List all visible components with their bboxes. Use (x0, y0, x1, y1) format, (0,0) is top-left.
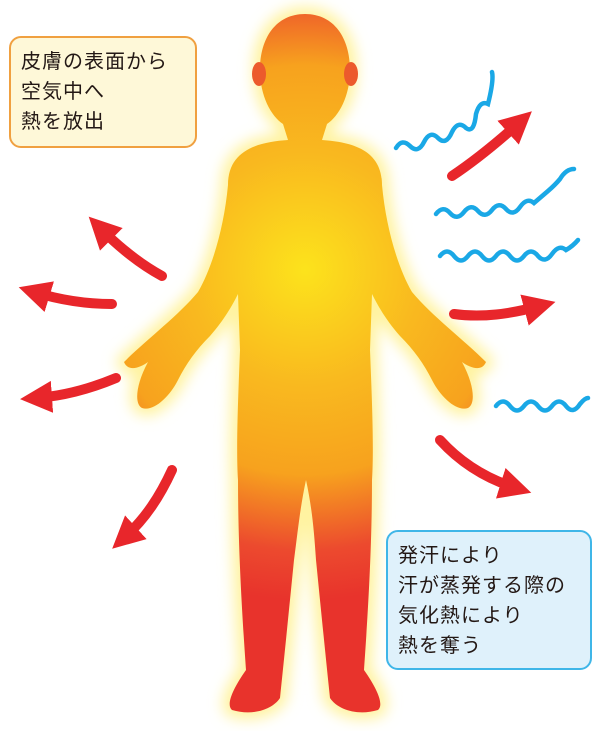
heat-arrow-left-2 (18, 281, 117, 312)
radiation-callout: 皮膚の表面から 空気中へ 熱を放出 (9, 36, 197, 148)
sweat-line-1: 発汗により (398, 543, 503, 567)
sweat-line-4: 熱を奪う (398, 633, 482, 657)
radiation-line-3: 熱を放出 (21, 109, 105, 133)
heat-arrow-right-1 (447, 111, 532, 181)
heat-arrow-left-4 (112, 465, 177, 549)
left-ear (252, 62, 266, 86)
body-silhouette (124, 14, 486, 713)
sweat-line-3: 気化熱により (398, 603, 524, 627)
heat-arrow-right-3 (435, 435, 532, 499)
heat-arrow-left-1 (88, 216, 167, 281)
human-body-figure (115, 6, 495, 720)
right-ear (344, 62, 358, 86)
evaporation-waves (393, 69, 591, 413)
radiation-line-2: 空気中へ (21, 79, 105, 103)
heat-arrow-left-3 (20, 373, 121, 413)
evaporation-wave-2 (433, 166, 577, 219)
evaporation-wave-4 (493, 395, 591, 413)
sweat-callout: 発汗により 汗が蒸発する際の 気化熱により 熱を奪う (386, 530, 592, 670)
heat-arrows (18, 111, 556, 549)
heat-arrow-right-2 (449, 294, 556, 326)
evaporation-wave-1 (393, 69, 495, 152)
evaporation-wave-3 (437, 237, 581, 263)
sweat-line-2: 汗が蒸発する際の (398, 573, 566, 597)
radiation-line-1: 皮膚の表面から (21, 49, 168, 73)
